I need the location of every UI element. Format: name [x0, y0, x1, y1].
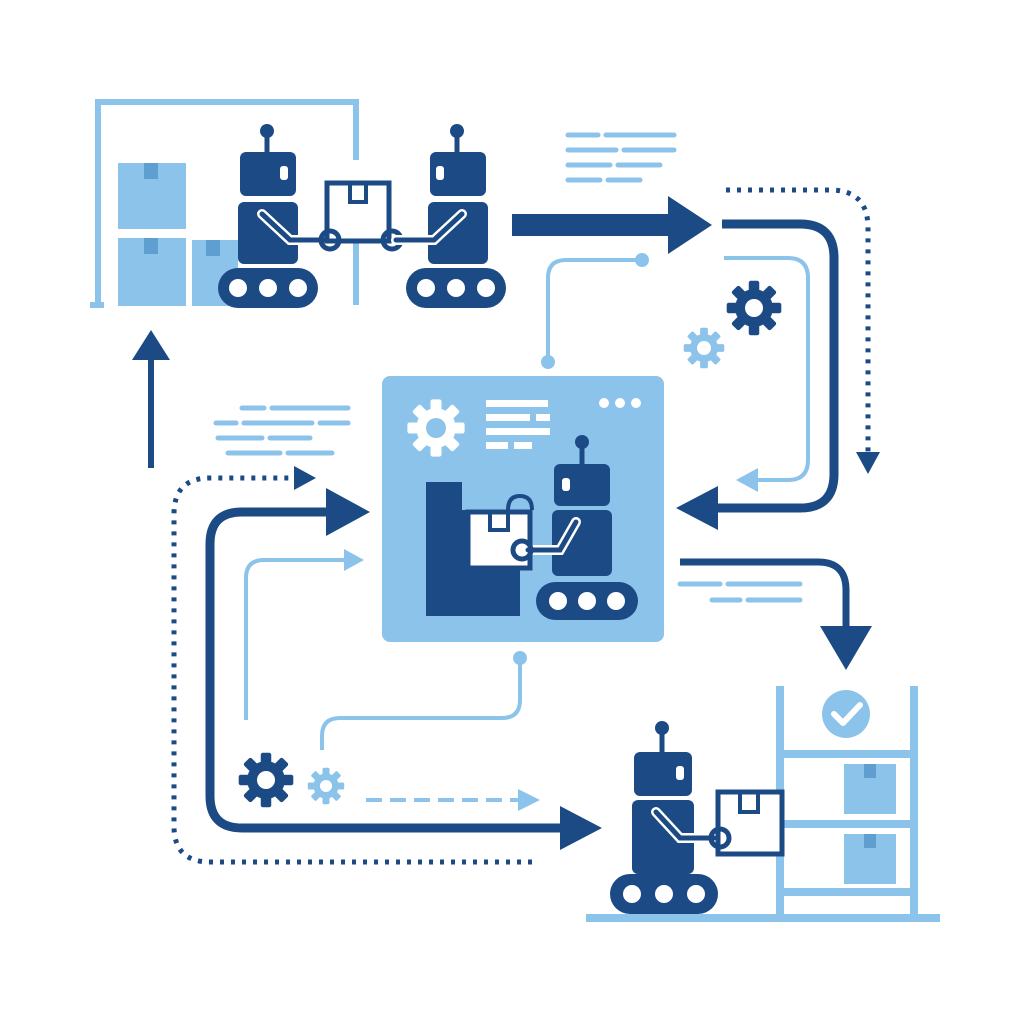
panel-to-gears-connector [320, 651, 527, 750]
text-placeholder-lines [677, 581, 803, 603]
box-icon [844, 834, 896, 884]
dotted-arrow-right [726, 187, 880, 474]
handoff-robots [218, 124, 506, 308]
robot-icon [218, 124, 335, 308]
delivery-robot [610, 721, 785, 914]
robot-icon [391, 124, 506, 308]
check-icon [822, 690, 870, 738]
to-storage-arrow [680, 558, 872, 670]
forward-arrow [512, 196, 712, 254]
up-arrow [132, 330, 170, 468]
right-loop-arrow [676, 219, 839, 530]
dotted-arrow-left [171, 466, 532, 865]
left-loop-arrow [205, 488, 602, 850]
dashed-light-arrow [366, 789, 540, 811]
panel-to-robots-connector [541, 253, 649, 369]
panel-text-lines [486, 400, 550, 449]
light-inner-arrow [244, 549, 364, 720]
box-icon [118, 238, 186, 306]
box-icon [118, 163, 186, 229]
central-control-panel [382, 376, 664, 642]
text-placeholder-lines [213, 405, 351, 456]
window-dots [599, 398, 641, 408]
box-icon [844, 764, 896, 814]
text-placeholder-lines [565, 132, 677, 183]
robot-arm-icon [510, 435, 638, 620]
light-return-arrow [724, 256, 810, 492]
